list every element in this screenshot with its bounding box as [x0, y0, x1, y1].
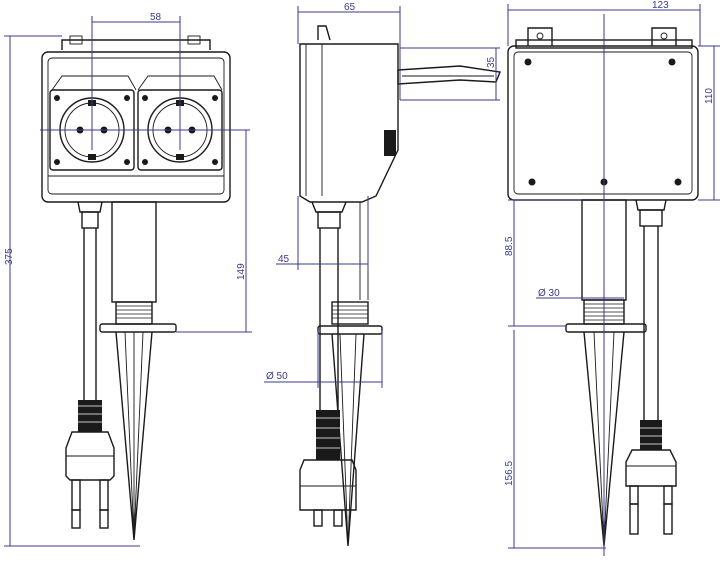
dim-back-spike-height: 156.5: [504, 461, 515, 486]
back-plug: [625, 449, 677, 487]
front-dimensions: 58 375 149: [4, 12, 252, 547]
dim-side-flange-diameter: Ø 50: [266, 371, 288, 382]
back-housing: [507, 45, 699, 201]
dim-back-width: 123: [652, 0, 669, 11]
dim-side-stem: 45: [278, 254, 290, 265]
side-plug: [299, 459, 357, 511]
side-dimensions: 65 35 45 Ø 50: [264, 2, 500, 388]
dim-front-width: 58: [150, 12, 162, 23]
side-open-lid: [397, 65, 501, 85]
dim-back-stem-diameter: Ø 30: [538, 288, 560, 299]
side-view: [299, 25, 501, 547]
socket-housing: [41, 51, 231, 203]
dim-side-lid: 35: [486, 56, 497, 68]
side-housing: [299, 43, 399, 203]
dim-side-depth: 65: [344, 2, 356, 13]
back-view: [507, 27, 699, 547]
dim-back-stem-height: 88.5: [504, 236, 515, 256]
dim-front-total-height: 375: [4, 248, 15, 265]
plug: [65, 431, 115, 481]
front-view: [41, 35, 231, 541]
dim-front-spike-height: 149: [236, 263, 247, 280]
back-dimensions: 123 110 88.5 Ø 30 156.5: [504, 0, 720, 556]
spike-stem: [111, 201, 157, 303]
dim-back-box-height: 110: [704, 88, 715, 104]
